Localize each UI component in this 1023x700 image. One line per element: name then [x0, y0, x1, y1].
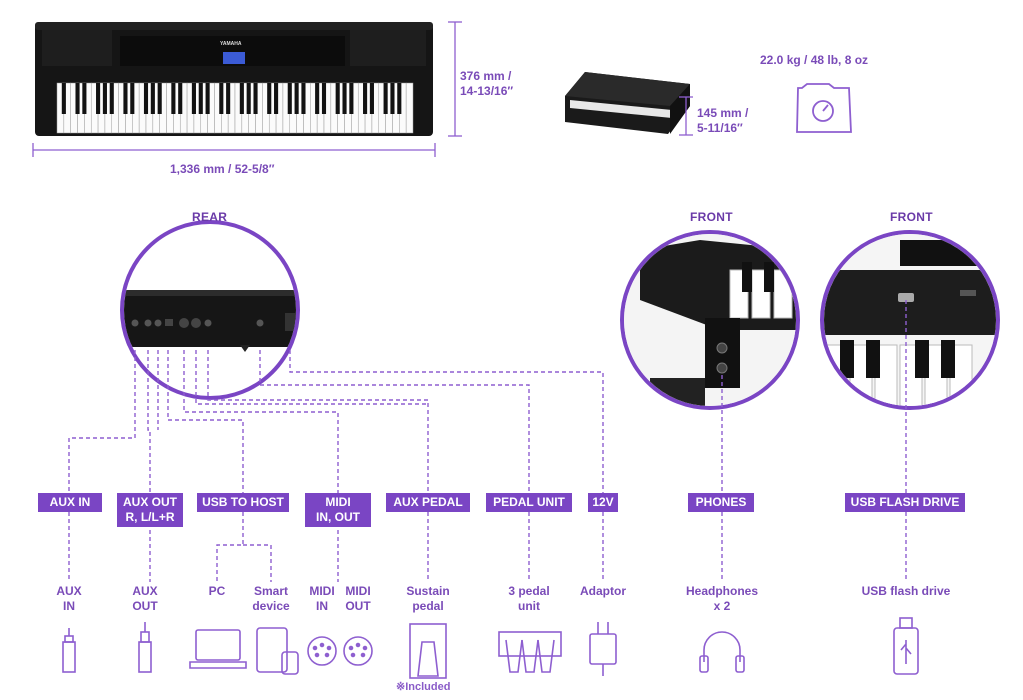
- black-key: [383, 83, 388, 114]
- black-key: [349, 83, 354, 114]
- black-key: [315, 83, 320, 114]
- piano-side-view: [565, 72, 690, 134]
- black-key: [219, 83, 224, 114]
- device-usb-flash-drive-label: USB flash drive: [861, 584, 951, 598]
- black-key: [205, 83, 210, 114]
- black-key: [82, 83, 87, 114]
- black-key: [342, 83, 347, 114]
- black-key: [96, 83, 101, 114]
- rear-panel-magnified: [120, 220, 300, 400]
- sustain-pedal-icon: [409, 623, 447, 679]
- connection-lines: [68, 300, 907, 582]
- device-adaptor-label: Adaptor: [580, 584, 626, 598]
- laptop-icon: [189, 629, 247, 669]
- black-key: [274, 83, 279, 114]
- height-dimension-line: [448, 21, 462, 137]
- connector-aux-pedal: AUX PEDAL: [386, 493, 470, 512]
- black-key: [75, 83, 80, 114]
- black-key: [321, 83, 327, 114]
- connector-usb-flash-drive: USB FLASH DRIVE: [845, 493, 965, 512]
- width-dimension-line: [32, 143, 436, 157]
- scale-icon: [796, 83, 852, 133]
- black-key: [287, 83, 292, 114]
- usb-drive-icon: [893, 617, 919, 675]
- depth-dimension-line1: 145 mm /: [697, 106, 749, 120]
- connector-phones: PHONES: [688, 493, 754, 512]
- height-dimension-line2: 14-13/16″: [460, 84, 514, 98]
- connector-12v: 12V: [588, 493, 618, 512]
- black-key: [239, 83, 244, 114]
- brand-logo: YAMAHA: [220, 41, 242, 47]
- piano-front-view: [35, 22, 433, 136]
- front-usb-magnified: [820, 230, 1000, 410]
- front-phones-magnified: [620, 230, 800, 410]
- black-key: [246, 83, 251, 114]
- black-key: [267, 83, 272, 114]
- depth-dimension-line: [679, 96, 693, 136]
- pedal-unit-icon: [498, 631, 562, 673]
- black-key: [363, 83, 368, 114]
- black-key: [369, 83, 374, 114]
- section-rear: REAR: [192, 210, 228, 224]
- depth-dimension-line2: 5-11/16″: [697, 121, 743, 135]
- black-key: [397, 83, 402, 114]
- connector-usb-to-host: USB TO HOST: [197, 493, 289, 512]
- connector-pedal-unit: PEDAL UNIT: [486, 493, 572, 512]
- black-key: [390, 83, 395, 114]
- black-key: [130, 83, 135, 114]
- black-key: [171, 83, 176, 114]
- connector-aux-in: AUX IN: [38, 493, 102, 512]
- black-key: [123, 83, 128, 114]
- aux-jack-icon: [62, 628, 76, 673]
- section-front-phones: FRONT: [690, 210, 733, 224]
- black-key: [253, 83, 258, 114]
- weight-label: 22.0 kg / 48 lb, 8 oz: [760, 53, 869, 67]
- black-key: [61, 83, 66, 114]
- black-key: [102, 83, 107, 114]
- device-pc-label: PC: [208, 584, 226, 598]
- black-key: [294, 83, 299, 114]
- midi-din-icon: [307, 636, 373, 666]
- width-dimension: 1,336 mm / 52-5/8″: [170, 162, 275, 176]
- black-key: [198, 83, 203, 114]
- tablet-icon: [256, 627, 299, 675]
- aux-plug-icon: [138, 622, 152, 673]
- black-key: [178, 83, 183, 114]
- headphones-icon: [699, 631, 745, 673]
- black-key: [143, 83, 149, 114]
- black-key: [226, 83, 231, 114]
- black-key: [335, 83, 340, 114]
- white-key: [405, 82, 414, 134]
- power-adaptor-icon: [589, 622, 617, 676]
- included-note: ※Included: [396, 681, 451, 693]
- height-dimension-line1: 376 mm /: [460, 69, 512, 83]
- black-key: [301, 83, 306, 114]
- black-key: [109, 83, 114, 114]
- black-key: [191, 83, 196, 114]
- section-front-usb: FRONT: [890, 210, 933, 224]
- black-key: [150, 83, 155, 114]
- black-keys: [61, 83, 402, 114]
- black-key: [157, 83, 162, 114]
